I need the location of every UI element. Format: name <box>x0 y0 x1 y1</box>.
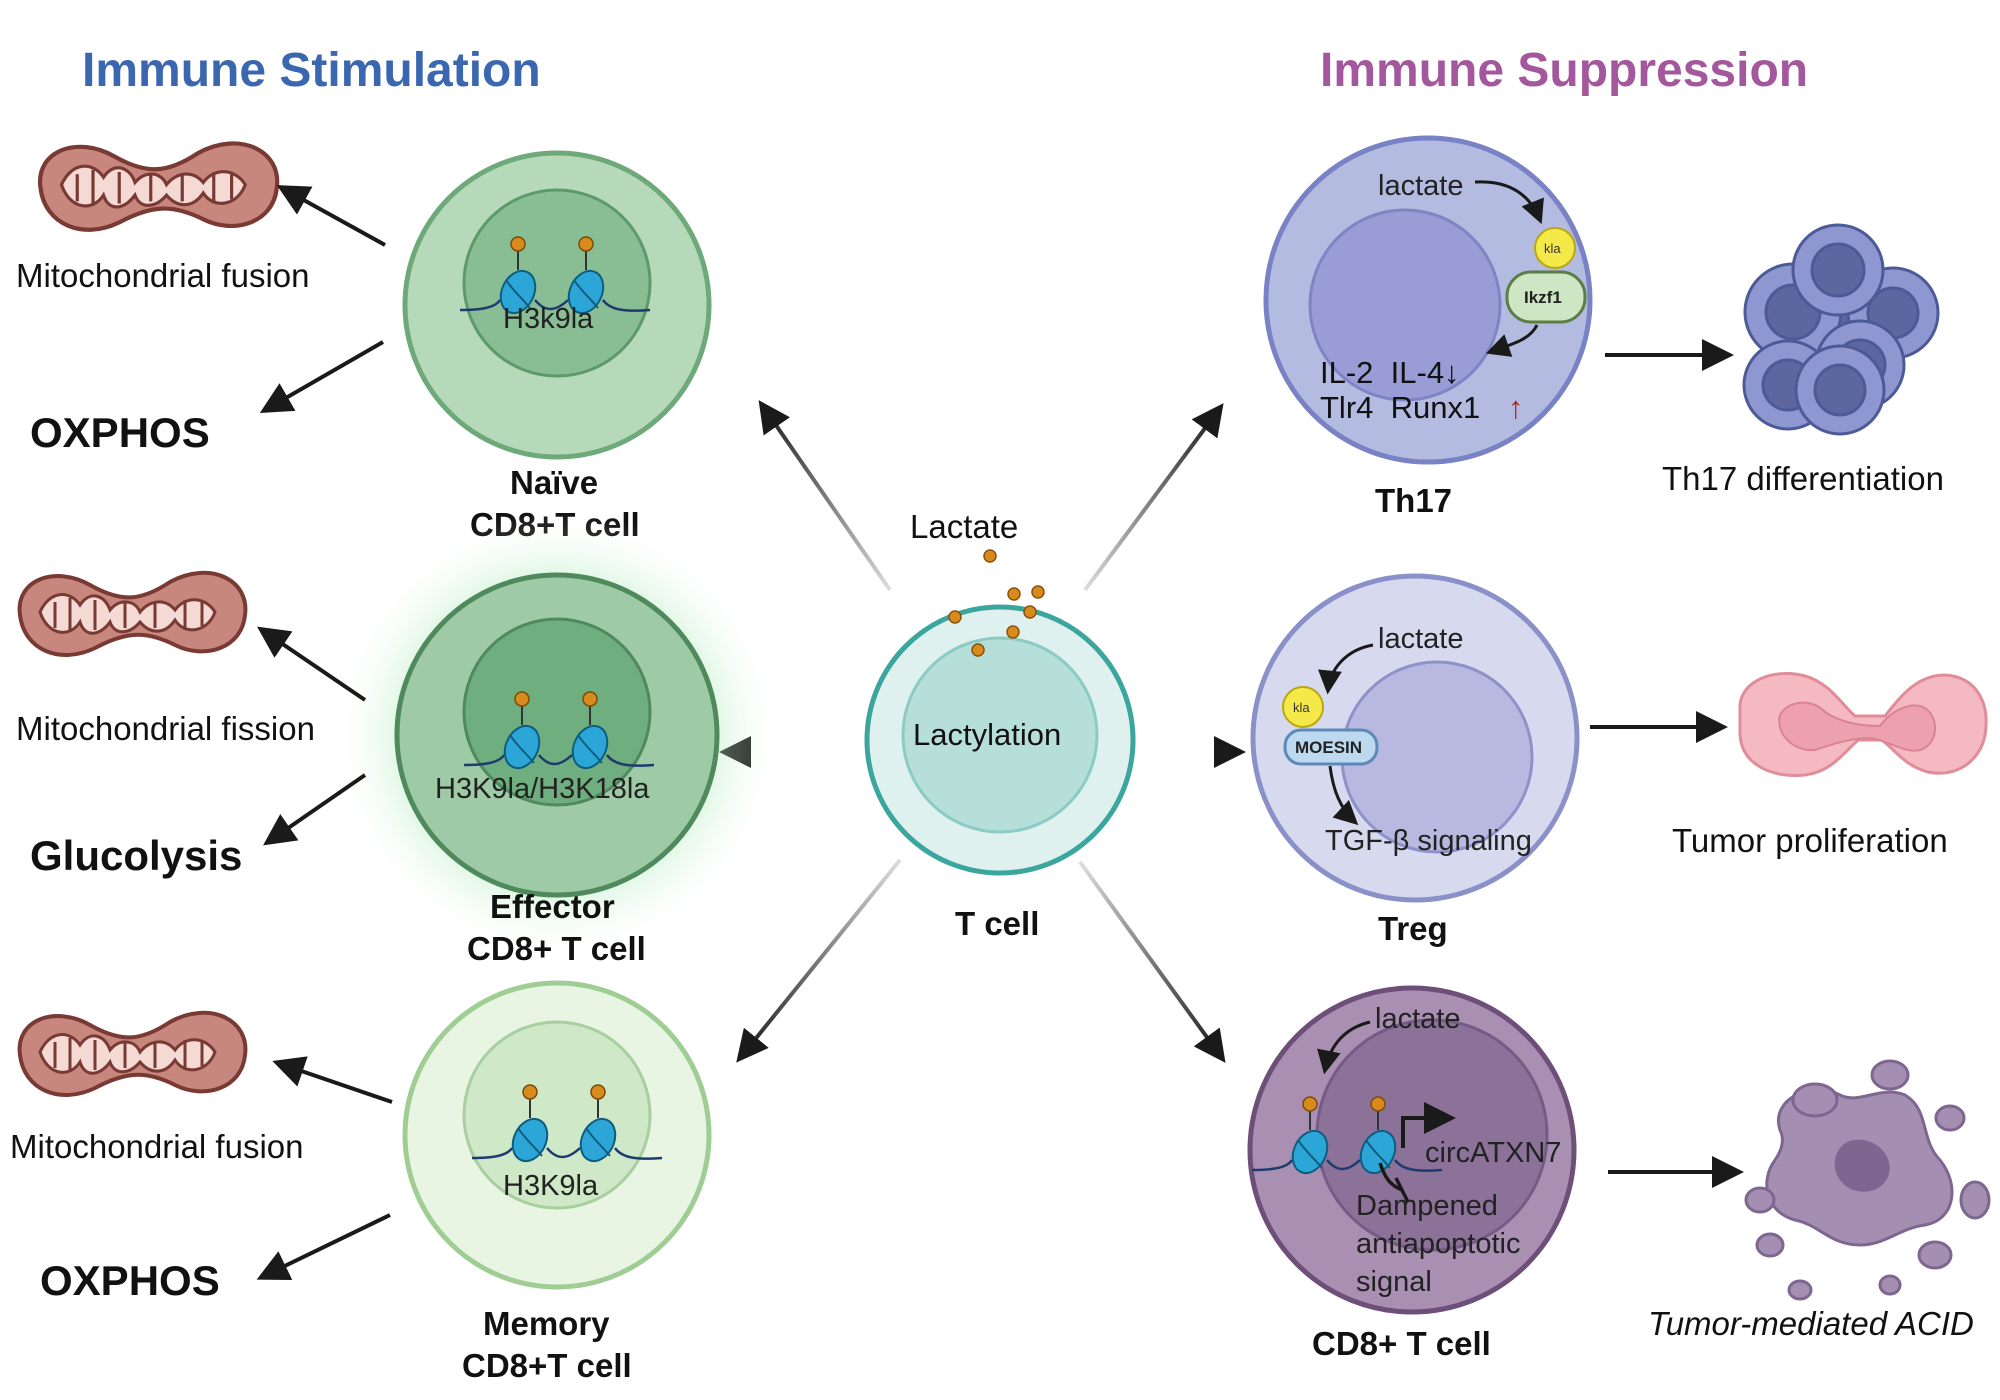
treg-lactate-arrow <box>1318 643 1374 695</box>
arrow-to-naive <box>758 400 892 592</box>
th17-up-arrow: ↑ <box>1508 390 1524 425</box>
cd8-outcome: Tumor-mediated ACID <box>1648 1305 1974 1342</box>
naive-name-line1: Naïve <box>510 464 598 501</box>
th17-protein: Ikzf1 <box>1524 288 1562 307</box>
th17-name: Th17 <box>1375 482 1452 519</box>
memory-cd8-cell: H3K9la Memory CD8+T cell <box>402 980 712 1384</box>
effector-name-line1: Effector <box>490 888 615 925</box>
effector-metabolism: Glucolysis <box>30 832 242 879</box>
treg-signal-arrow <box>1328 765 1359 826</box>
suppressed-cd8-cell: lactate circATXN7 Dampened antiapoptotic… <box>1247 985 1577 1362</box>
mitochondrion-fusion-icon <box>17 1010 248 1098</box>
th17-lactate: lactate <box>1378 170 1463 202</box>
treg-name: Treg <box>1378 910 1448 947</box>
arrow-to-cd8-suppressed <box>1078 860 1226 1063</box>
arrow-effector-metabolism <box>263 773 367 846</box>
arrow-memory-metabolism <box>256 1213 391 1281</box>
arrow-memory-mito <box>272 1056 393 1104</box>
cd8-lactate: lactate <box>1375 1003 1460 1035</box>
lactate-dots <box>948 549 1045 657</box>
mitochondrion-fusion-icon <box>40 143 277 229</box>
arrow-naive-mito <box>276 185 386 247</box>
lactylation-label: Lactylation <box>913 717 1061 752</box>
cd8-promoter-arrow <box>1401 1102 1456 1148</box>
th17-cluster-icon <box>1742 223 1940 436</box>
memory-mito-label: Mitochondrial fusion <box>10 1128 304 1165</box>
arrow-naive-metabolism <box>259 340 384 413</box>
cd8-effect-line2: antiapoptotic <box>1356 1228 1520 1260</box>
th17-kla: kla <box>1544 241 1561 256</box>
suppression-title: Immune Suppression <box>1320 44 1808 97</box>
arrow-to-memory <box>736 858 902 1063</box>
effector-name-line2: CD8+ T cell <box>467 930 646 967</box>
cd8-effect-line3: signal <box>1356 1266 1432 1298</box>
treg-lactate: lactate <box>1378 623 1463 655</box>
treg-outcome: Tumor proliferation <box>1672 822 1948 859</box>
treg-protein-box <box>1283 728 1379 766</box>
lactate-label: Lactate <box>910 508 1018 545</box>
memory-name-line2: CD8+T cell <box>462 1347 632 1384</box>
treg-cell: lactate kla MOESIN TGF-β signaling Treg <box>1250 573 1580 947</box>
arrow-to-th17 <box>1083 403 1224 592</box>
cd8-effect-line1: Dampened <box>1356 1190 1498 1222</box>
th17-kla-badge <box>1534 227 1576 269</box>
mitochondrion-fission-icon <box>17 570 248 658</box>
treg-protein: MOESIN <box>1295 738 1362 757</box>
arrow-effector-mito <box>257 626 367 702</box>
th17-protein-box <box>1505 270 1587 324</box>
memory-nucleus-mark: H3K9la <box>503 1170 599 1202</box>
th17-gene-arrow <box>1485 324 1539 357</box>
cd8-name: CD8+ T cell <box>1312 1325 1491 1362</box>
tumor-dividing-icon <box>1738 672 1988 777</box>
naive-cd8-cell: H3k9la Naïve CD8+T cell <box>402 150 712 543</box>
cd8-inhibit-line <box>1378 1162 1410 1203</box>
tumor-acid-icon <box>1744 1059 1991 1301</box>
cd8-lactate-arrow <box>1317 1020 1371 1075</box>
th17-genes-line1: IL-2 IL-4↓ <box>1320 355 1460 390</box>
center-t-cell: Lactate Lactylation T cell <box>864 508 1136 942</box>
effector-nucleus-mark: H3K9la/H3K18la <box>435 773 650 805</box>
th17-lactate-arrow <box>1474 180 1544 225</box>
treg-kla: kla <box>1293 700 1310 715</box>
memory-name-line1: Memory <box>483 1305 610 1342</box>
treg-kla-badge <box>1282 686 1324 728</box>
treg-signal: TGF-β signaling <box>1325 825 1532 857</box>
th17-outcome: Th17 differentiation <box>1662 460 1944 497</box>
t-cell-label: T cell <box>955 905 1039 942</box>
effector-mito-label: Mitochondrial fission <box>16 710 315 747</box>
naive-metabolism: OXPHOS <box>30 409 210 456</box>
th17-genes-line2: Tlr4 Runx1 <box>1320 390 1480 425</box>
cd8-gene: circATXN7 <box>1425 1137 1561 1169</box>
th17-cell: lactate kla Ikzf1 IL-2 IL-4↓ Tlr4 Runx1 … <box>1263 135 1593 519</box>
stimulation-title: Immune Stimulation <box>82 44 541 97</box>
effector-cd8-cell: H3K9la/H3K18la Effector CD8+ T cell <box>394 572 720 967</box>
naive-mito-label: Mitochondrial fusion <box>16 257 310 294</box>
memory-metabolism: OXPHOS <box>40 1257 220 1304</box>
naive-nucleus-mark: H3k9la <box>503 303 594 335</box>
